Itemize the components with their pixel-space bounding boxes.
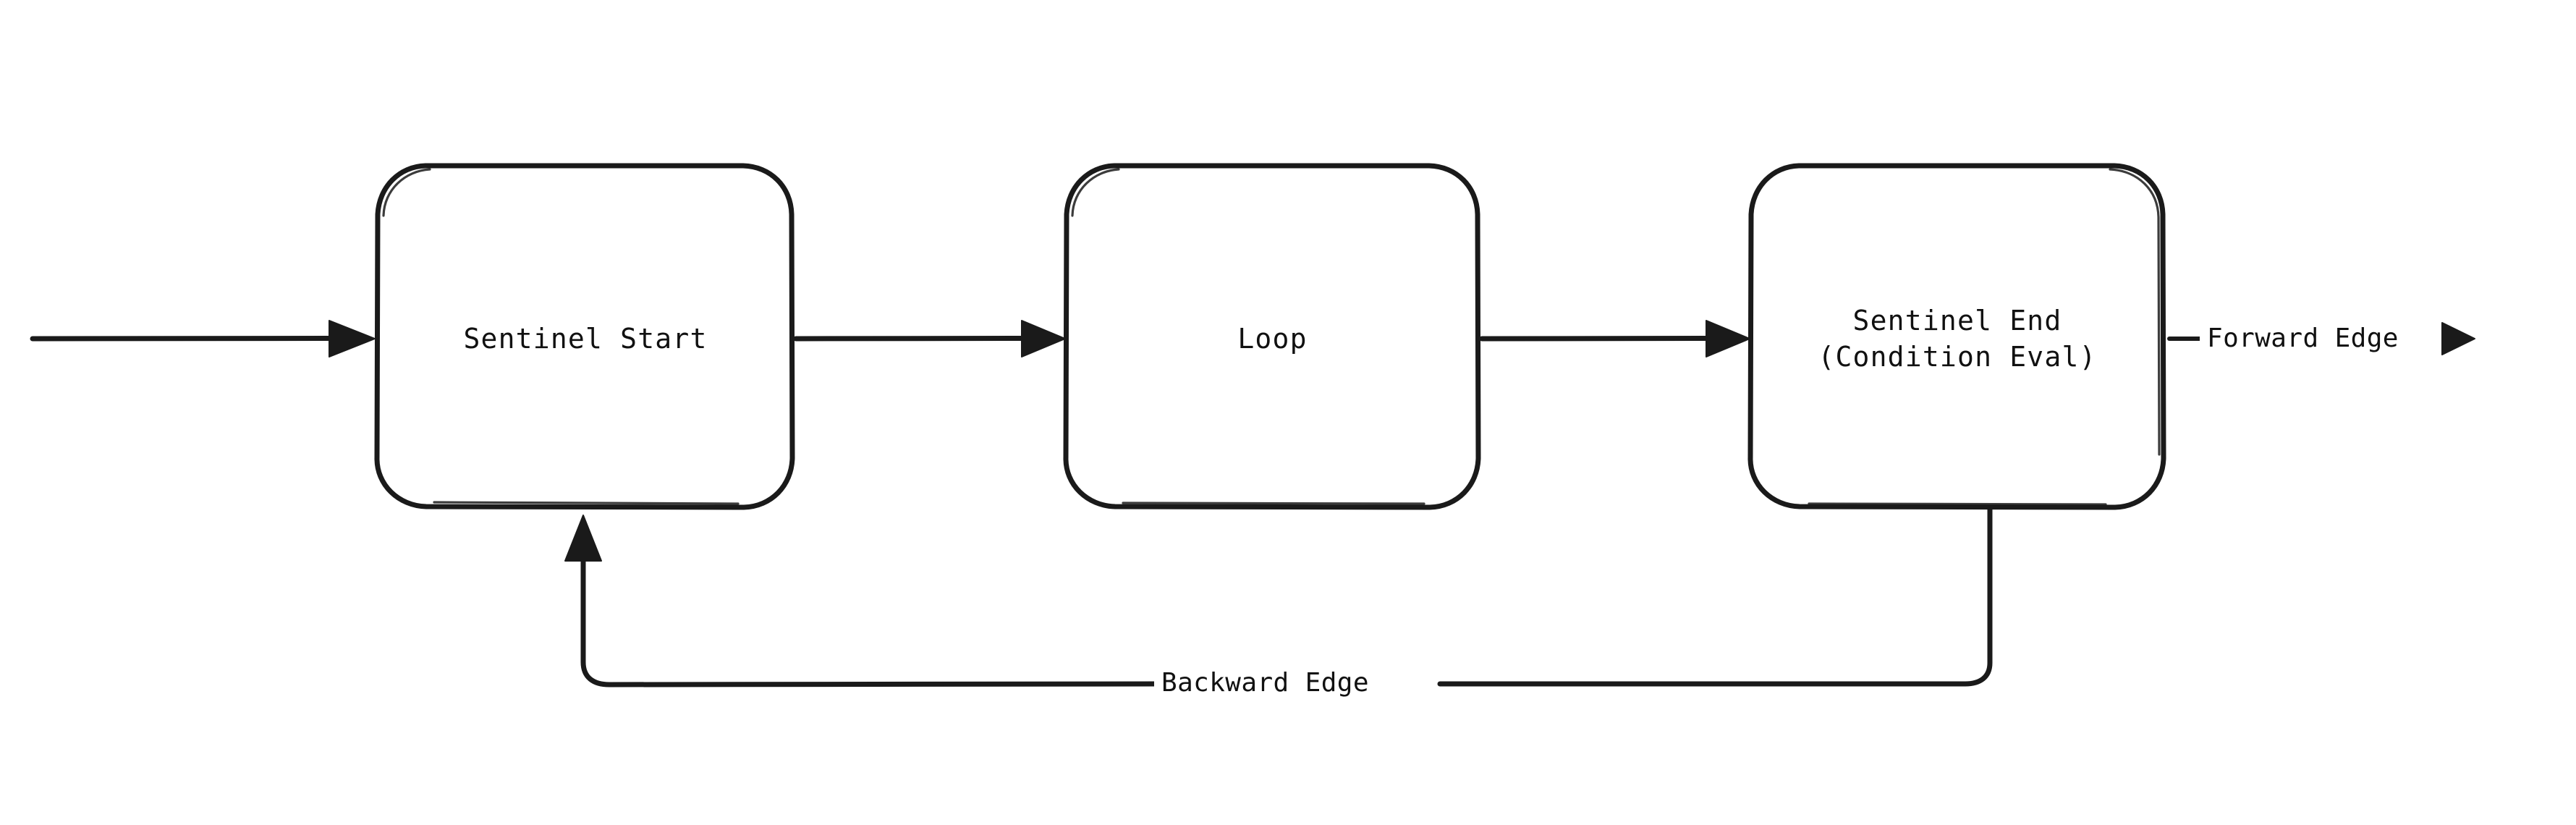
start-to-loop-arrow-head-icon (1021, 320, 1066, 358)
sentinel-end-box-outline (1747, 163, 2166, 510)
node-sentinel-end[interactable] (1747, 163, 2166, 510)
edge-entry (30, 320, 376, 358)
backward-edge-right-segment (1437, 506, 1993, 687)
node-sentinel-start[interactable] (374, 163, 795, 510)
sentinel-end-label-line1: Sentinel End (1852, 305, 2062, 337)
loop-label: Loop (1237, 323, 1308, 355)
backward-edge-label: Backward Edge (1154, 667, 1376, 699)
sentinel-start-box-sketch-stroke (382, 168, 431, 217)
sentinel-end-box-sketch-stroke (2109, 168, 2161, 456)
sentinel-start-label: Sentinel Start (463, 323, 708, 355)
loop-box-outline (1063, 163, 1481, 510)
forward-edge-label: Forward Edge (2200, 323, 2406, 355)
sentinel-end-label-line2: (Condition Eval) (1818, 341, 2097, 373)
node-loop[interactable] (1063, 163, 1481, 510)
sentinel-start-box-sketch-stroke-bottom (433, 501, 740, 505)
sentinel-start-box-outline (374, 163, 795, 510)
loop-box-sketch-stroke (1071, 168, 1120, 217)
edge-start-to-loop (793, 320, 1066, 358)
entry-arrow-head-icon (329, 320, 376, 358)
edge-forward (2167, 322, 2475, 355)
forward-edge-arrow-head-icon (2441, 322, 2475, 355)
edge-loop-to-end (1479, 320, 1750, 358)
backward-edge-arrow-head-icon (564, 515, 602, 562)
loop-to-end-arrow-head-icon (1706, 320, 1750, 358)
edge-backward (564, 506, 1993, 688)
backward-edge-left-segment (580, 554, 1158, 688)
loop-box-sketch-stroke-bottom (1122, 502, 1425, 505)
